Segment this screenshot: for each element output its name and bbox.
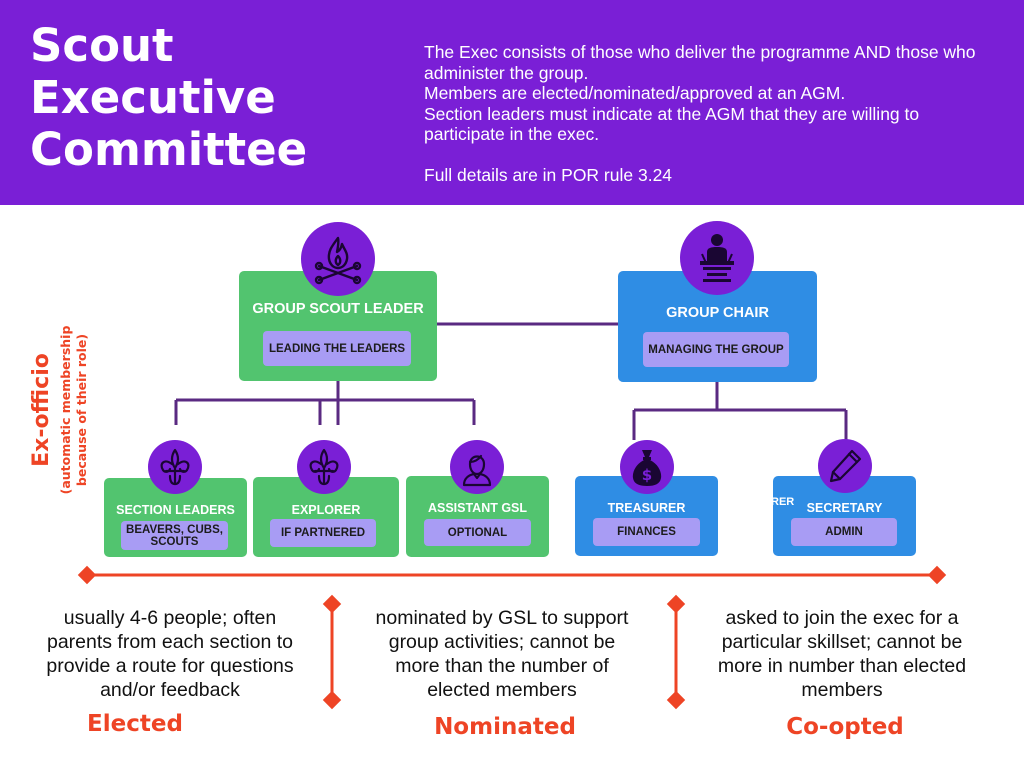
co-opted-label: Co-opted (786, 714, 904, 740)
header-banner: Scout Executive Committee The Exec consi… (0, 0, 1024, 205)
elected-label: Elected (87, 711, 183, 737)
timeline-end-marker (77, 565, 97, 585)
nominated-description: nominated by GSL to support group activi… (375, 607, 629, 701)
nominated-label: Nominated (434, 714, 576, 740)
role-pill: FINANCES (593, 518, 700, 546)
role-pill: IF PARTNERED (270, 519, 376, 547)
fleur-de-lis-icon (148, 440, 202, 494)
intro-text: The Exec consists of those who deliver t… (424, 42, 999, 185)
role-title: GROUP CHAIR (666, 305, 769, 321)
role-title: TREASURER (607, 501, 686, 515)
role-pill: BEAVERS, CUBS, SCOUTS (121, 521, 228, 550)
co-opted-description: asked to join the exec for a particular … (717, 607, 967, 701)
divider-marker (666, 690, 686, 710)
svg-text:$: $ (642, 466, 652, 484)
money-bag-icon: $ (620, 440, 674, 494)
intro-line: Section leaders must indicate at the AGM… (424, 103, 920, 145)
hidden-text-fragment: RER (771, 496, 795, 508)
divider-marker (322, 594, 342, 614)
role-pill: OPTIONAL (424, 519, 531, 546)
fleur-de-lis-icon (297, 440, 351, 494)
timeline-end-marker (927, 565, 947, 585)
page-title: Scout Executive Committee (30, 19, 308, 176)
intro-line: The Exec consists of those who deliver t… (424, 42, 976, 83)
role-pill: LEADING THE LEADERS (263, 331, 411, 366)
person-icon (450, 440, 504, 494)
ex-officio-label: Ex-officio (automatic membership because… (29, 326, 89, 495)
details-line: Full details are in POR rule 3.24 (424, 164, 673, 185)
divider-marker (666, 594, 686, 614)
role-pill: MANAGING THE GROUP (643, 332, 789, 367)
role-title: SECRETARY (806, 501, 883, 515)
chair-at-podium-icon (680, 221, 754, 295)
divider-marker (322, 690, 342, 710)
ex-officio-subtitle: because of their role) (74, 334, 89, 486)
role-title: GROUP SCOUT LEADER (252, 301, 424, 317)
ex-officio-title: Ex-officio (29, 353, 54, 467)
role-title: SECTION LEADERS (116, 503, 235, 517)
pencil-icon (818, 439, 872, 493)
campfire-icon (301, 222, 375, 296)
elected-description: usually 4-6 people; often parents from e… (46, 607, 294, 701)
ex-officio-subtitle: (automatic membership (58, 326, 73, 495)
intro-line: Members are elected/nominated/approved a… (424, 83, 846, 103)
role-title: ASSISTANT GSL (427, 501, 528, 515)
role-pill: ADMIN (791, 518, 897, 546)
